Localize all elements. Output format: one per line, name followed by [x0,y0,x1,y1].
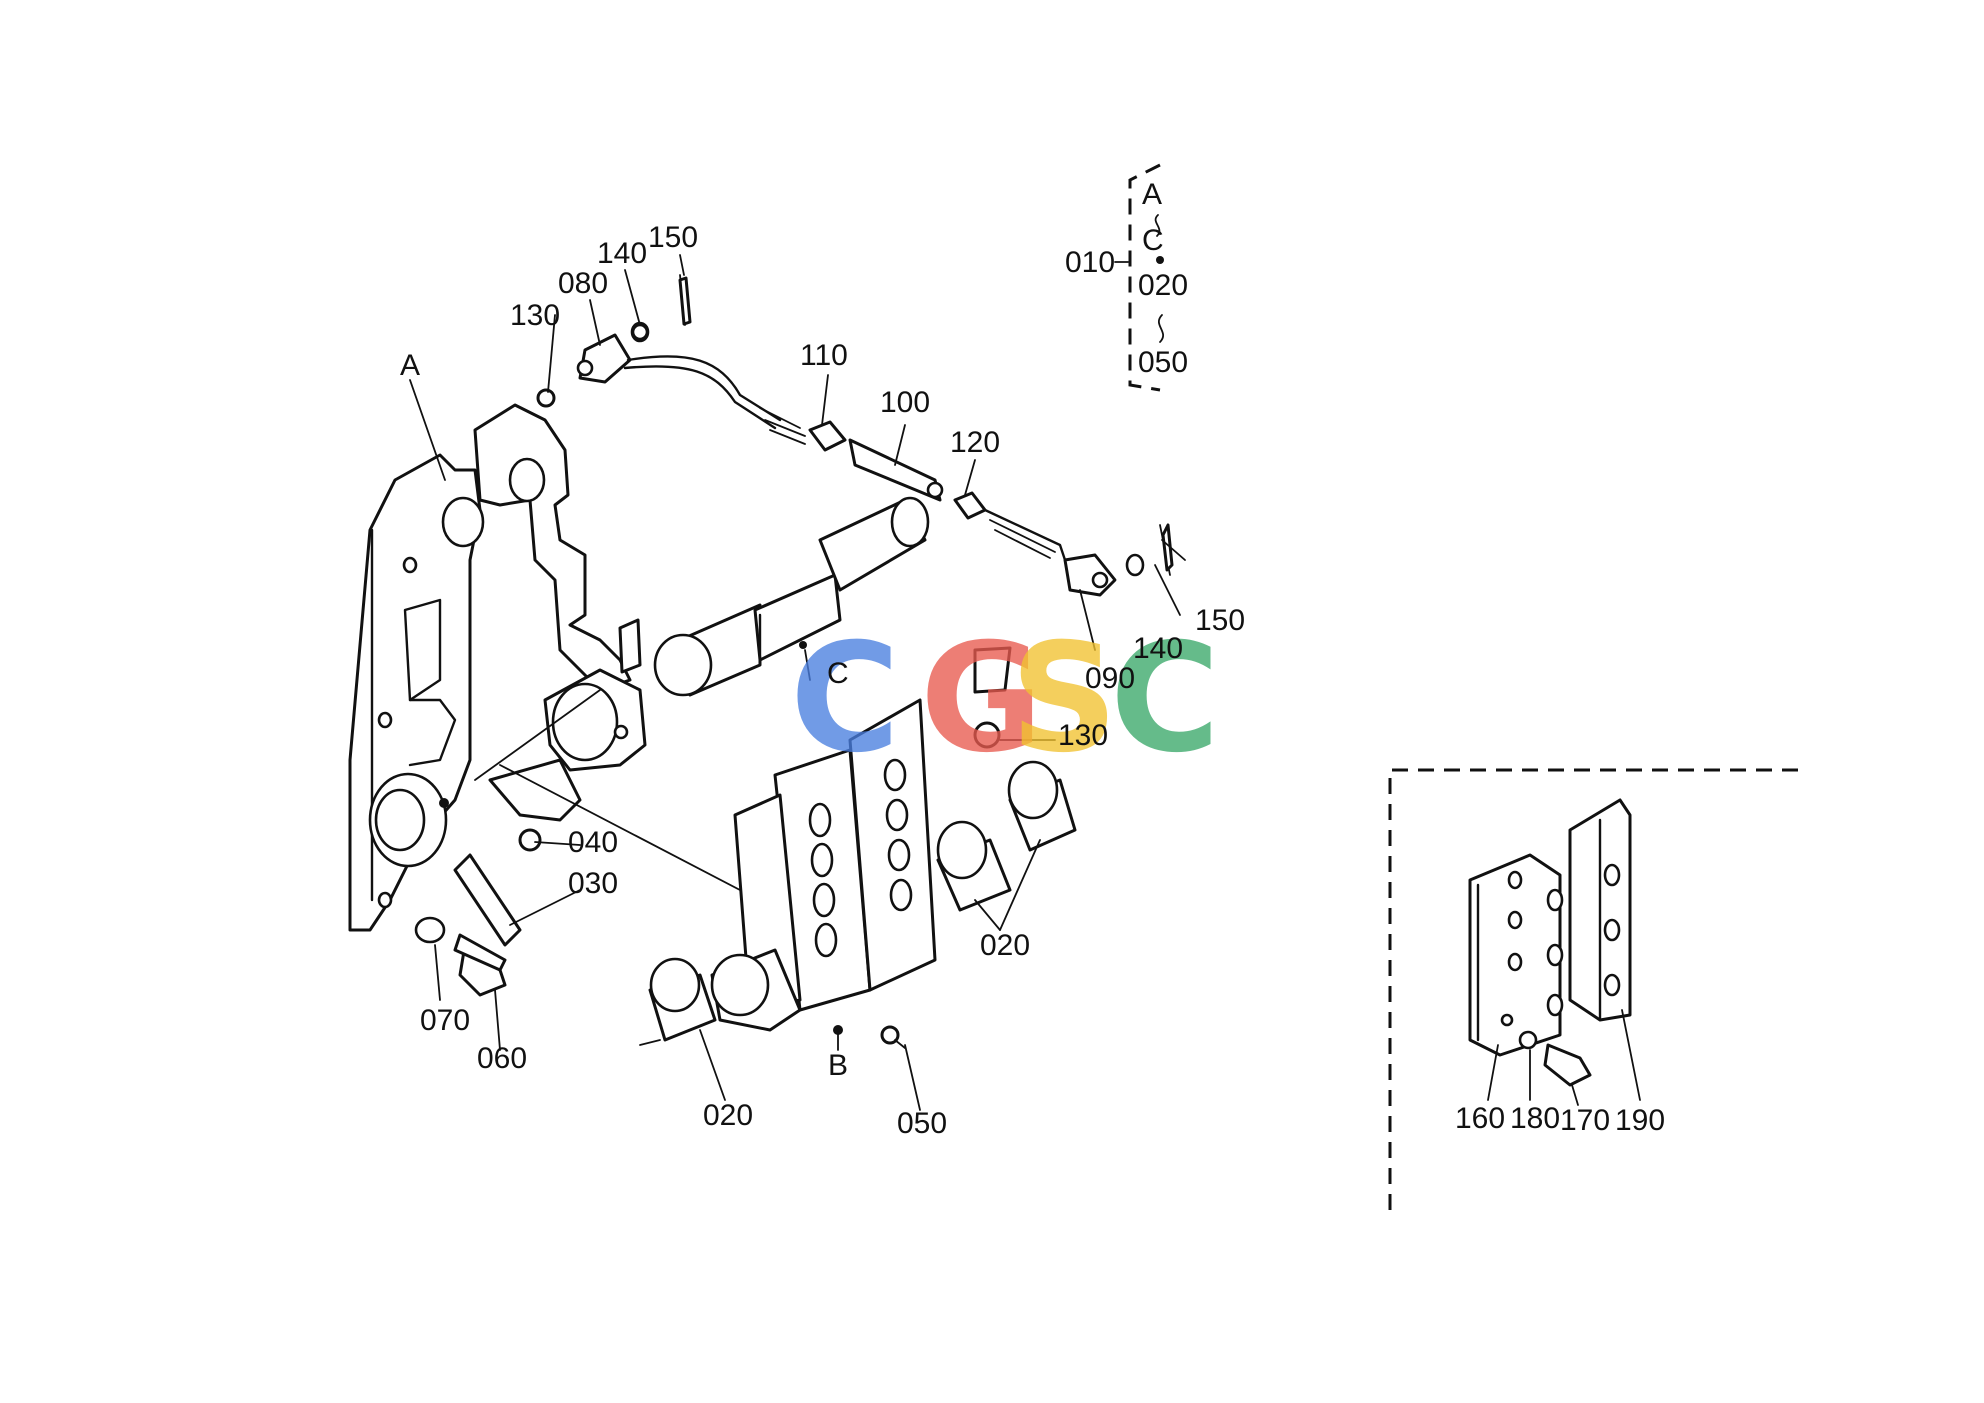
bushing-020-right [648,760,1077,1042]
watermark-letter-4: C [1110,612,1220,786]
center-hub [488,668,647,822]
inset-box [1388,768,1800,1210]
callout-labels: 010 A C 020 050 A C B 150 140 080 130 11… [400,178,1665,1140]
label-180: 180 [1510,1102,1560,1135]
label-010: 010 [1065,246,1115,279]
plate-b [710,646,1012,1035]
linkage-rod [536,274,1171,597]
watermark-letter-1: C [790,612,900,786]
label-060: 060 [477,1042,527,1075]
label-070: 070 [420,1004,470,1037]
label-030: 030 [568,867,618,900]
label-120: 120 [950,426,1000,459]
bracket-a [348,453,485,932]
label-130-top: 130 [510,299,560,332]
label-110: 110 [800,339,848,372]
label-100: 100 [880,386,930,419]
upper-arm [473,403,642,692]
label-group-050: 050 [1138,346,1188,379]
watermark-letter-3: S [1010,612,1118,786]
label-140-top: 140 [597,237,647,270]
label-040: 040 [568,826,618,859]
label-140-right: 140 [1133,632,1183,665]
watermark-letter-2: G [920,612,1043,786]
label-150-top: 150 [648,221,698,254]
small-hardware [414,276,1174,1049]
shaft-c [653,496,930,697]
label-190: 190 [1615,1104,1665,1137]
leader-lines [409,254,1186,1111]
label-050-bottom: 050 [897,1107,947,1140]
label-130-right: 130 [1058,719,1108,752]
label-150-right: 150 [1195,604,1245,637]
group-reference-bracket [1114,163,1165,392]
label-a: A [400,349,420,382]
watermark: C G S C [790,612,1220,786]
label-170: 170 [1560,1104,1610,1137]
label-090: 090 [1085,662,1135,695]
label-080: 080 [558,267,608,300]
label-020-bottom: 020 [703,1099,753,1132]
label-group-020: 020 [1138,269,1188,302]
label-group-a: A [1142,178,1162,211]
label-020-right: 020 [980,929,1030,962]
label-group-c: C [1142,224,1164,257]
label-b: B [828,1049,848,1082]
label-c: C [827,657,849,690]
label-160: 160 [1455,1102,1505,1135]
